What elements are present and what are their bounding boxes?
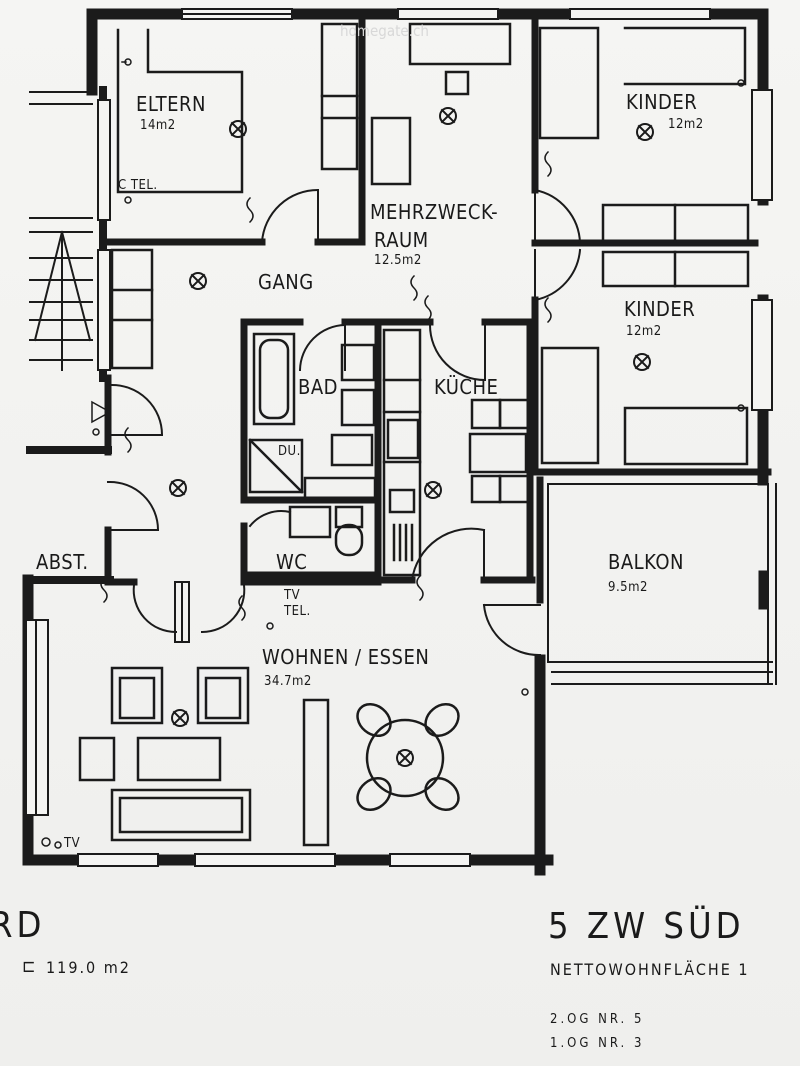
room-eltern-label: ELTERN: [136, 92, 206, 116]
footer-floor-2: 1.OG NR. 3: [550, 1036, 645, 1051]
room-balkon-area: 9.5m2: [608, 580, 648, 595]
room-kinder-2-label: KINDER: [624, 297, 696, 321]
footer-left-fragment: ⊏: [22, 956, 37, 977]
footer-floor-1: 2.OG NR. 5: [550, 1012, 645, 1027]
room-wohnen-label: WOHNEN / ESSEN: [262, 645, 430, 669]
room-mehrzweck-area: 12.5m2: [374, 253, 422, 268]
footer-left-area: 119.0 m2: [46, 958, 131, 977]
room-kinder-1-area: 12m2: [668, 117, 704, 132]
room-abst-label: ABST.: [36, 550, 89, 574]
room-bad-label: BAD: [298, 375, 339, 399]
room-du-label: DU.: [278, 444, 301, 459]
footer-left-title: RD: [0, 905, 46, 946]
room-gang-label: GANG: [258, 270, 314, 294]
room-mehrzweck-label-1: MEHRZWECK-: [370, 200, 499, 224]
footer-subtitle: NETTOWOHNFLÄCHE 1: [550, 960, 750, 979]
watermark-logo: homegate.ch: [340, 22, 429, 40]
eltern-tel-label: C TEL.: [118, 178, 158, 193]
tv-outlet-label: TV: [284, 588, 301, 603]
room-balkon-label: BALKON: [608, 550, 684, 574]
room-kinder-2-area: 12m2: [626, 324, 662, 339]
room-wc-label: WC: [276, 550, 308, 574]
tv-living-label: TV: [64, 836, 81, 851]
room-eltern-area: 14m2: [140, 118, 176, 133]
room-kinder-1-label: KINDER: [626, 90, 698, 114]
tel-outlet-label: TEL.: [284, 604, 311, 619]
room-wohnen-area: 34.7m2: [264, 674, 312, 689]
room-kueche-label: KÜCHE: [434, 375, 499, 399]
room-mehrzweck-label-2: RAUM: [374, 228, 429, 252]
footer-title: 5 ZW SÜD: [548, 906, 745, 947]
